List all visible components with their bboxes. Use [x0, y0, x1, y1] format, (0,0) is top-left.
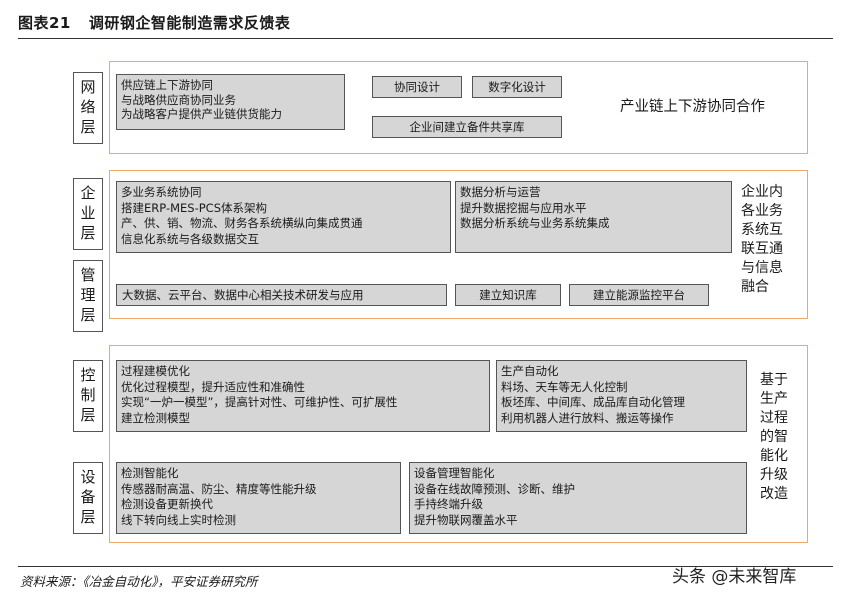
enterprise-side-line-5: 与信息 — [741, 260, 783, 276]
multi-system-box: 多业务系统协同 搭建ERP-MES-PCS体系架构 产、供、销、物流、财务各系统… — [116, 181, 451, 253]
layer-device-text: 设备层 — [80, 468, 96, 526]
process-modeling-box: 过程建模优化 优化过程模型，提升适应性和准确性 实现“一炉一模型”，提高针对性、… — [116, 360, 490, 432]
control-side-line-7: 改造 — [760, 486, 788, 502]
control-side-label: 基于 生产 过程 的智 能化 升级 改造 — [760, 371, 788, 504]
multi-system-line-4: 信息化系统与各级数据交互 — [121, 231, 259, 246]
supply-chain-box: 供应链上下游协同 与战略供应商协同业务 为战略客户提供产业链供货能力 — [116, 74, 345, 130]
detection-line-2: 传感器耐高温、防尘、精度等性能升级 — [121, 481, 317, 496]
detection-line-3: 检测设备更新换代 — [121, 497, 213, 511]
production-line-3: 板坯库、中间库、成品库自动化管理 — [501, 395, 685, 409]
production-line-1: 生产自动化 — [501, 364, 559, 378]
title-divider — [18, 38, 833, 39]
control-side-line-4: 的智 — [760, 429, 788, 445]
layer-label-enterprise: 企业层 — [73, 178, 103, 250]
enterprise-side-line-6: 融合 — [741, 279, 769, 295]
data-analysis-box: 数据分析与运营 提升数据挖掘与应用水平 数据分析系统与业务系统集成 — [455, 181, 732, 253]
bigdata-box: 大数据、云平台、数据中心相关技术研发与应用 — [116, 284, 447, 306]
control-side-line-5: 能化 — [760, 448, 788, 464]
layer-network-text: 网络层 — [80, 78, 96, 136]
process-line-2: 优化过程模型，提升适应性和准确性 — [121, 379, 305, 394]
production-automation-box: 生产自动化 料场、天车等无人化控制 板坯库、中间库、成品库自动化管理 利用机器人… — [496, 360, 747, 432]
layer-management-text: 管理层 — [80, 266, 96, 324]
detection-line-4: 线下转向线上实时检测 — [121, 512, 236, 527]
figure-title: 图表21 调研钢企智能制造需求反馈表 — [18, 12, 290, 33]
layer-label-management: 管理层 — [73, 260, 103, 332]
supply-line-2: 与战略供应商协同业务 — [121, 92, 236, 107]
equipment-line-1: 设备管理智能化 — [414, 466, 495, 480]
process-line-1: 过程建模优化 — [121, 364, 190, 378]
detection-box: 检测智能化 传感器耐高温、防尘、精度等性能升级 检测设备更新换代 线下转向线上实… — [116, 462, 401, 534]
control-side-line-2: 生产 — [760, 391, 788, 407]
process-line-3: 实现“一炉一模型”，提高针对性、可维护性、可扩展性 — [121, 395, 398, 409]
equipment-management-box: 设备管理智能化 设备在线故障预测、诊断、维护 手持终端升级 提升物联网覆盖水平 — [409, 462, 747, 534]
control-side-line-3: 过程 — [760, 410, 788, 426]
digital-design-box: 数字化设计 — [472, 76, 562, 98]
figure-label: 图表21 — [18, 14, 71, 32]
knowledge-base-box: 建立知识库 — [455, 284, 561, 306]
multi-system-line-3: 产、供、销、物流、财务各系统横纵向集成贯通 — [121, 216, 363, 230]
enterprise-side-line-4: 联互通 — [741, 241, 783, 257]
footer-divider — [18, 566, 833, 567]
data-analysis-line-2: 提升数据挖掘与应用水平 — [460, 200, 587, 215]
supply-line-3: 为战略客户提供产业链供货能力 — [121, 107, 282, 121]
multi-system-line-1: 多业务系统协同 — [121, 185, 202, 199]
layer-control-text: 控制层 — [80, 366, 96, 424]
network-side-label: 产业链上下游协同合作 — [620, 99, 765, 115]
watermark: 头条 @未来智库 — [672, 567, 797, 587]
spare-parts-library-box: 企业间建立备件共享库 — [372, 116, 562, 138]
supply-line-1: 供应链上下游协同 — [121, 78, 213, 92]
control-side-line-6: 升级 — [760, 467, 788, 483]
enterprise-side-line-3: 系统互 — [741, 222, 783, 238]
detection-line-1: 检测智能化 — [121, 466, 179, 480]
process-line-4: 建立检测模型 — [121, 410, 190, 425]
enterprise-side-line-2: 各业务 — [741, 203, 783, 219]
data-analysis-line-3: 数据分析系统与业务系统集成 — [460, 216, 610, 230]
layer-enterprise-text: 企业层 — [80, 184, 96, 242]
production-line-2: 料场、天车等无人化控制 — [501, 379, 628, 394]
multi-system-line-2: 搭建ERP-MES-PCS体系架构 — [121, 200, 267, 215]
energy-monitor-box: 建立能源监控平台 — [569, 284, 709, 306]
equipment-line-4: 提升物联网覆盖水平 — [414, 512, 518, 527]
source-note: 资料来源：《冶金自动化》，平安证券研究所 — [20, 574, 258, 589]
layer-label-control: 控制层 — [73, 360, 103, 432]
production-line-4: 利用机器人进行放料、搬运等操作 — [501, 410, 674, 425]
equipment-line-3: 手持终端升级 — [414, 497, 483, 511]
equipment-line-2: 设备在线故障预测、诊断、维护 — [414, 481, 575, 496]
layer-label-network: 网络层 — [73, 72, 103, 144]
figure-title-text: 调研钢企智能制造需求反馈表 — [88, 14, 291, 32]
layer-label-device: 设备层 — [73, 462, 103, 534]
control-side-line-1: 基于 — [760, 372, 788, 388]
enterprise-side-label: 企业内 各业务 系统互 联互通 与信息 融合 — [741, 183, 783, 297]
data-analysis-line-1: 数据分析与运营 — [460, 185, 541, 199]
collab-design-box: 协同设计 — [372, 76, 462, 98]
enterprise-side-line-1: 企业内 — [741, 184, 783, 200]
